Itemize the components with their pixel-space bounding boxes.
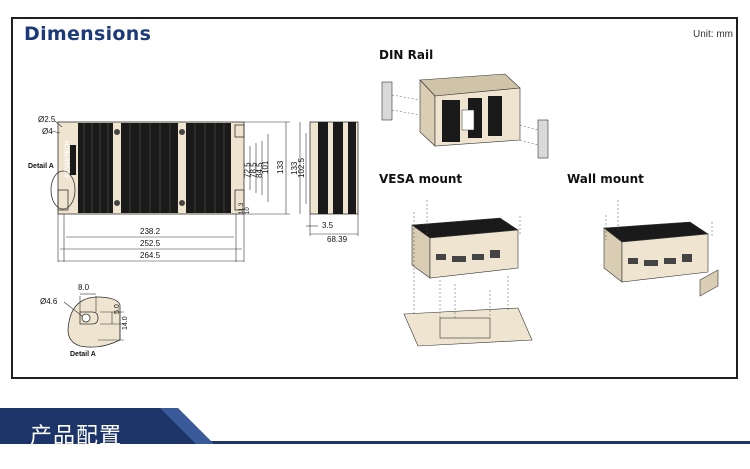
detail-a-drawing bbox=[63, 293, 124, 348]
height-10-label: 10 bbox=[245, 207, 251, 214]
detail-width-label: 8.0 bbox=[78, 283, 90, 292]
page-title: Dimensions bbox=[24, 23, 152, 45]
side-offset-label: 3.5 bbox=[322, 221, 334, 230]
brand-logo-text: ADVANTECH bbox=[65, 140, 71, 178]
width-252-label: 252.5 bbox=[140, 239, 161, 248]
width-264-label: 264.5 bbox=[140, 251, 161, 260]
din-rail-illustration bbox=[381, 73, 549, 159]
section-banner-title: 产品配置 bbox=[30, 423, 123, 448]
side-view bbox=[299, 121, 359, 236]
hole-small-label: Ø2.5 bbox=[38, 115, 56, 124]
banner-shape bbox=[0, 408, 750, 469]
side-depth-label: 68.39 bbox=[327, 235, 348, 244]
detail-h2-label: 14.0 bbox=[122, 316, 129, 330]
detail-hole-label: Ø4.6 bbox=[40, 297, 58, 306]
unit-label: Unit: mm bbox=[693, 29, 733, 40]
vesa-mount-title: VESA mount bbox=[379, 172, 463, 186]
height-101-label: 101 bbox=[261, 160, 270, 174]
hole-large-label: Ø4 bbox=[42, 127, 53, 136]
vesa-mount-illustration bbox=[403, 200, 533, 347]
detail-h1-label: 5.0 bbox=[114, 304, 121, 314]
detail-callout-label: Detail A bbox=[28, 163, 54, 170]
side-height-102-label: 102.5 bbox=[297, 157, 306, 178]
wall-mount-illustration bbox=[603, 200, 719, 297]
width-238-label: 238.2 bbox=[140, 227, 161, 236]
detail-a-label: Detail A bbox=[70, 351, 96, 358]
front-view bbox=[50, 120, 290, 262]
wall-mount-title: Wall mount bbox=[567, 172, 644, 186]
din-rail-title: DIN Rail bbox=[379, 48, 434, 62]
height-133-label: 133 bbox=[276, 160, 285, 174]
